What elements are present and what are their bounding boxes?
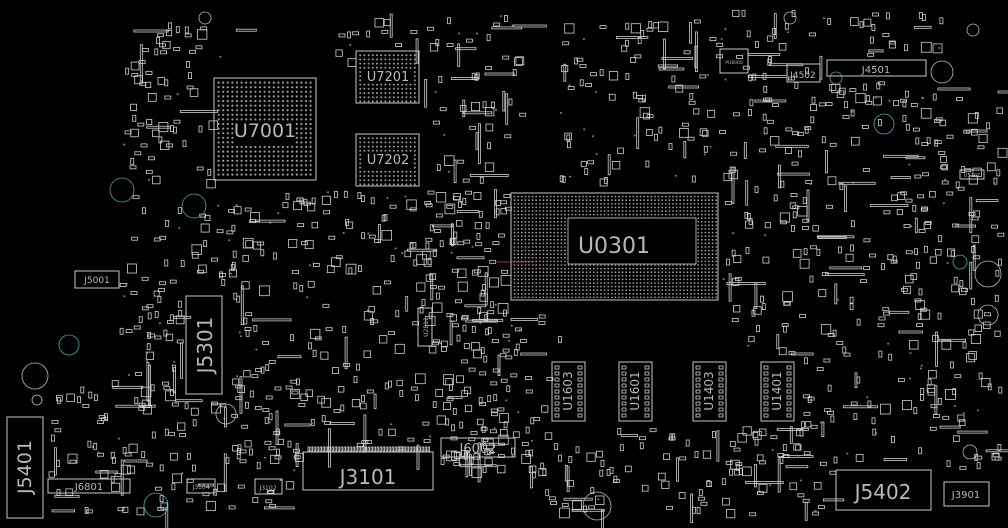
chip-u2811[interactable]: U2811 (417, 307, 433, 347)
chip-pads (763, 365, 792, 418)
refdes-j4501: J4501 (861, 65, 890, 76)
chip-u7201[interactable]: U7201 (355, 50, 420, 104)
refdes-j3901: J3901 (951, 490, 980, 501)
refdes-u7202: U7202 (367, 153, 410, 168)
mounting-holes (21, 11, 1002, 521)
refdes-u0301: U0301 (578, 234, 650, 259)
connector-j3101[interactable]: J3101 (302, 446, 434, 491)
bga-ball-grid (217, 81, 312, 176)
bga-ball-grid (359, 137, 416, 186)
refdes-u1401: U1401 (770, 371, 784, 410)
chip-u5207[interactable]: U5207 (959, 169, 985, 180)
refdes-j3104: J3104 (191, 484, 209, 491)
refdes-pu8000: PU8000 (725, 60, 743, 66)
connector-j5301[interactable]: J5301 (185, 295, 223, 395)
refdes-j4502: J4502 (789, 71, 816, 81)
chip-u0301[interactable]: U0301 (497, 192, 719, 301)
refdes-j5402: J5402 (853, 480, 912, 504)
chip-pads (621, 365, 650, 418)
refdes-j5001: J5001 (83, 276, 110, 286)
refdes-j5401: J5401 (14, 440, 36, 495)
connector-pins (307, 446, 431, 452)
small-component-footprints (48, 9, 1008, 528)
refdes-j3102: J3102 (258, 485, 276, 492)
refdes-u1603: U1603 (561, 371, 575, 410)
connector-j5001[interactable]: J5001 (74, 270, 120, 289)
connector-j3102[interactable]: J3102 (254, 478, 283, 495)
connector-j4501[interactable]: J4501 (826, 59, 927, 77)
chip-u1603[interactable]: U1603 (551, 361, 586, 422)
chip-u7001[interactable]: U7001 (213, 77, 317, 181)
connector-j5401[interactable]: J5401 (6, 416, 44, 519)
refdes-u7001: U7001 (234, 120, 296, 142)
chip-u1601[interactable]: U1601 (618, 361, 653, 422)
connector-j5402[interactable]: J5402 (835, 469, 932, 511)
chip-pads (695, 365, 724, 418)
refdes-u1601: U1601 (628, 371, 642, 410)
connector-j6002[interactable]: J6002 (440, 437, 516, 458)
bga-ball-grid (359, 54, 416, 103)
chip-u7202[interactable]: U7202 (355, 133, 420, 187)
refdes-u1403: U1403 (702, 371, 716, 410)
chip-pads (554, 365, 583, 418)
refdes-u2811: U2811 (423, 317, 430, 337)
connector-j4502[interactable]: J4502 (786, 63, 821, 83)
refdes-j5301: J5301 (193, 317, 217, 376)
refdes-j3101: J3101 (338, 465, 397, 489)
connector-j6801[interactable]: J6801 (47, 478, 131, 494)
refdes-j6002: J6002 (459, 442, 497, 457)
refdes-j6801: J6801 (74, 482, 103, 493)
connector-j3901[interactable]: J3901 (943, 481, 990, 507)
chip-pu8000[interactable]: PU8000 (719, 48, 749, 74)
connector-j3104[interactable]: J3104 (186, 478, 216, 494)
chip-u1403[interactable]: U1403 (692, 361, 727, 422)
refdes-u7201: U7201 (367, 70, 410, 85)
refdes-u5207: U5207 (964, 173, 980, 179)
chip-u1401[interactable]: U1401 (760, 361, 795, 422)
